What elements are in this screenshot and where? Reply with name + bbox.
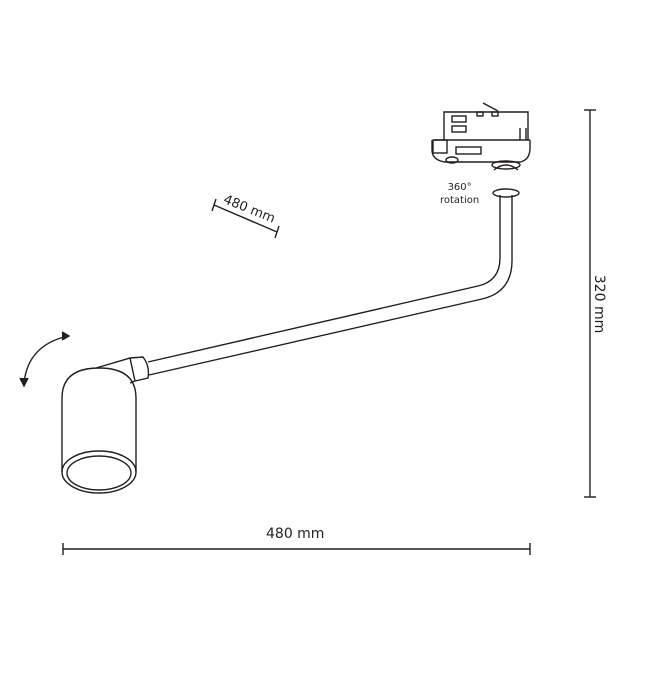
width-dimension-line	[62, 543, 531, 555]
width-dimension-label: 480 mm	[266, 526, 325, 542]
track-adapter	[431, 102, 531, 171]
rotation-word: rotation	[440, 195, 480, 206]
height-dimension-line	[584, 109, 596, 498]
rotation-arrow-icon	[492, 188, 520, 198]
rotation-label: 360° rotation	[440, 181, 479, 207]
lamp-head	[61, 367, 137, 494]
arm-joint	[95, 356, 150, 384]
arm-tube	[147, 195, 513, 376]
arm-dimension-line	[211, 198, 280, 239]
rotation-degrees: 360°	[447, 182, 472, 193]
height-dimension-label: 320 mm	[591, 274, 608, 334]
tilt-arrow-icon	[19, 331, 71, 388]
